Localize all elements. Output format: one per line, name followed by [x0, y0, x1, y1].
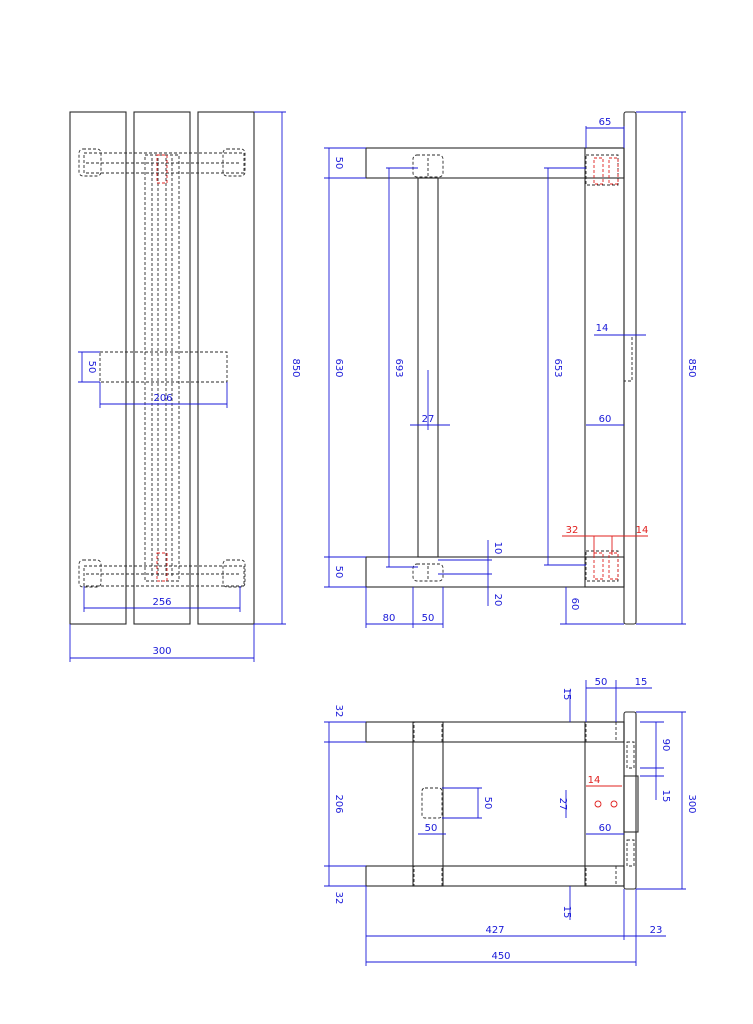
front-dim-middle-span: 206	[153, 393, 172, 404]
top-dim-slot-depth: 90	[660, 739, 671, 752]
front-hidden-rail-middle	[99, 351, 228, 383]
side-dim-leg-inner: 653	[552, 358, 563, 377]
side-red-top-b	[608, 157, 619, 185]
top-dim-end-offset: 23	[650, 925, 663, 936]
front-dim-width-total: 300	[152, 646, 171, 657]
top-dim-leg-gap: 15	[635, 677, 648, 688]
top-dim-length-total: 450	[491, 951, 510, 962]
side-view: 50 630 50 693 653 850 65 14 60 27 10 20	[324, 111, 697, 628]
top-end-board	[623, 711, 637, 890]
front-red-pin-top	[156, 154, 168, 184]
front-hidden-rail-top	[83, 152, 245, 174]
top-dim-tenon-v: 50	[482, 797, 493, 810]
top-dim-red-hole: 14	[588, 775, 601, 786]
side-stretcher	[417, 177, 439, 558]
top-dim-leg-gap-top: 15	[561, 688, 572, 701]
top-dim-depth-total: 300	[686, 794, 697, 813]
side-dim-stretcher-length: 693	[393, 358, 404, 377]
front-dim-tenon-spacing: 256	[152, 597, 171, 608]
side-dim-slot-width: 60	[599, 414, 612, 425]
top-dim-inner-length: 427	[485, 925, 504, 936]
front-hidden-rail-bottom	[83, 565, 245, 587]
side-dim-leg-top: 65	[599, 117, 612, 128]
side-tenon-top	[412, 154, 444, 178]
top-dim-slot-gap: 15	[660, 790, 671, 803]
side-dim-offset-left: 80	[383, 613, 396, 624]
top-slot-lower	[626, 839, 635, 867]
side-dim-red-right: 14	[636, 525, 649, 536]
side-red-bottom-b	[608, 552, 619, 580]
top-hidden-b	[413, 865, 443, 887]
side-dim-stretcher-base: 50	[422, 613, 435, 624]
top-stretcher	[412, 721, 444, 887]
front-tenon-top-right	[222, 148, 246, 177]
top-slot-upper	[626, 741, 635, 769]
top-leg	[584, 721, 625, 887]
side-tenon-bottom	[412, 563, 444, 582]
top-view: 32 206 32 50 15 15 300 90 15 50 50 14 27…	[324, 677, 697, 966]
side-dim-leg-foot: 60	[569, 598, 580, 611]
front-board-right	[197, 111, 255, 625]
front-tenon-bottom-left	[78, 559, 102, 588]
side-dim-stretcher-width: 27	[422, 414, 435, 425]
side-dim-inner-height: 630	[333, 358, 344, 377]
top-end-notch	[623, 775, 639, 833]
top-dim-tenon-h: 50	[425, 823, 438, 834]
side-mortise-bottom	[585, 550, 619, 582]
top-dim-inner-span: 206	[333, 794, 344, 813]
side-mortise-top	[585, 154, 619, 186]
top-dim-rail-bottom: 32	[333, 892, 344, 905]
side-dim-rail-top: 50	[333, 157, 344, 170]
front-board-left	[69, 111, 127, 625]
front-dim-middle-rail: 50	[86, 361, 97, 374]
top-dim-mortise: 27	[557, 798, 568, 811]
top-dim-leg-gap-bottom: 15	[561, 906, 572, 919]
side-dim-red-left: 32	[566, 525, 579, 536]
side-dim-hole-spacing: 14	[596, 323, 609, 334]
top-red-hole-a	[594, 800, 602, 808]
side-dim-gap-small: 10	[492, 542, 503, 555]
top-dim-leg-width: 50	[595, 677, 608, 688]
front-hidden-stretcher	[144, 154, 180, 582]
top-dim-rail-top: 32	[333, 705, 344, 718]
side-slot	[623, 334, 633, 382]
side-red-top-a	[593, 157, 604, 185]
top-hidden-a	[413, 721, 443, 743]
front-view: 850 300 256 206 50	[69, 111, 301, 662]
top-dim-mortise-width: 60	[599, 823, 612, 834]
top-tenon	[421, 787, 443, 819]
front-tenon-bottom-right	[222, 559, 246, 588]
top-red-hole-b	[610, 800, 618, 808]
side-dim-height-total: 850	[686, 358, 697, 377]
top-hidden-d	[585, 865, 617, 887]
side-leg	[584, 147, 625, 588]
side-dim-gap-stretcher: 20	[492, 594, 503, 607]
front-red-pin-bottom	[156, 552, 168, 582]
side-dim-rail-bottom: 50	[333, 566, 344, 579]
side-end-board	[623, 111, 637, 625]
front-tenon-top-left	[78, 148, 102, 177]
side-red-bottom-a	[593, 552, 604, 580]
top-hidden-c	[585, 721, 617, 743]
front-board-middle	[133, 111, 191, 625]
front-dim-height-total: 850	[290, 358, 301, 377]
